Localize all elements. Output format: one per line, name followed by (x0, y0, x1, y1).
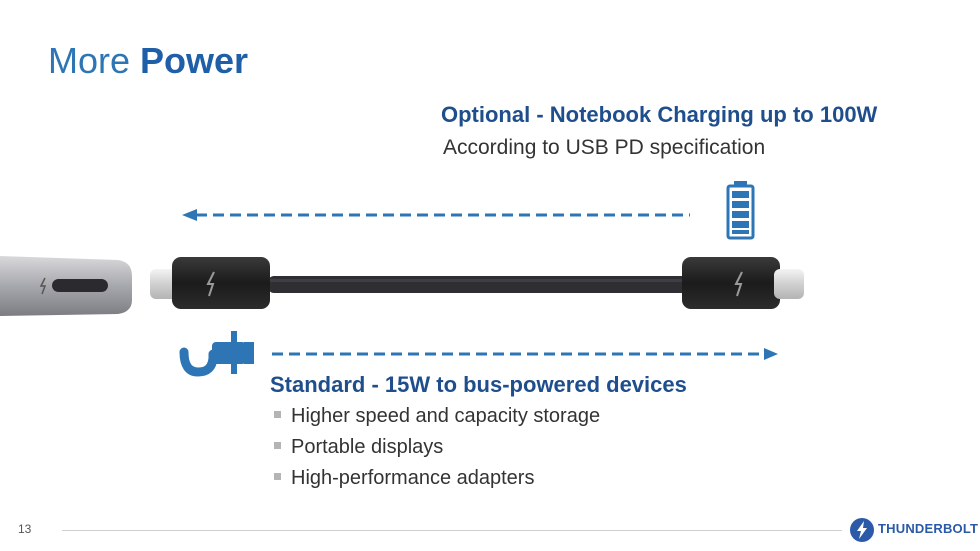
bullet-text: Portable displays (291, 436, 444, 458)
footer-divider (62, 530, 842, 531)
bullet-square-icon (274, 473, 281, 481)
standard-heading: Standard - 15W to bus-powered devices (270, 372, 687, 397)
bullet-square-icon (274, 411, 281, 419)
laptop-image (0, 256, 132, 316)
bullet-text: Higher speed and capacity storage (291, 405, 601, 427)
page-number: 13 (18, 522, 32, 536)
thunderbolt-logo-icon (850, 518, 874, 542)
optional-subtext: According to USB PD specification (443, 136, 766, 159)
thunderbolt-cable-image (150, 257, 804, 309)
slide-title-bold: Power (140, 40, 249, 81)
list-item: Portable displays (274, 435, 600, 466)
brand-name: THUNDERBOLT (878, 521, 979, 536)
list-item: Higher speed and capacity storage (274, 404, 600, 435)
slide-title: More Power (48, 40, 248, 82)
list-item: High-performance adapters (274, 466, 600, 497)
bus-power-direction-arrow (272, 348, 778, 360)
charging-direction-arrow (182, 209, 690, 221)
bullet-text: High-performance adapters (291, 467, 535, 489)
standard-bullet-list: Higher speed and capacity storage Portab… (274, 404, 600, 497)
optional-heading: Optional - Notebook Charging up to 100W (441, 102, 878, 127)
slide-title-light: More (48, 40, 141, 81)
power-plug-icon (179, 331, 254, 377)
battery-icon (726, 181, 755, 240)
bullet-square-icon (274, 442, 281, 450)
